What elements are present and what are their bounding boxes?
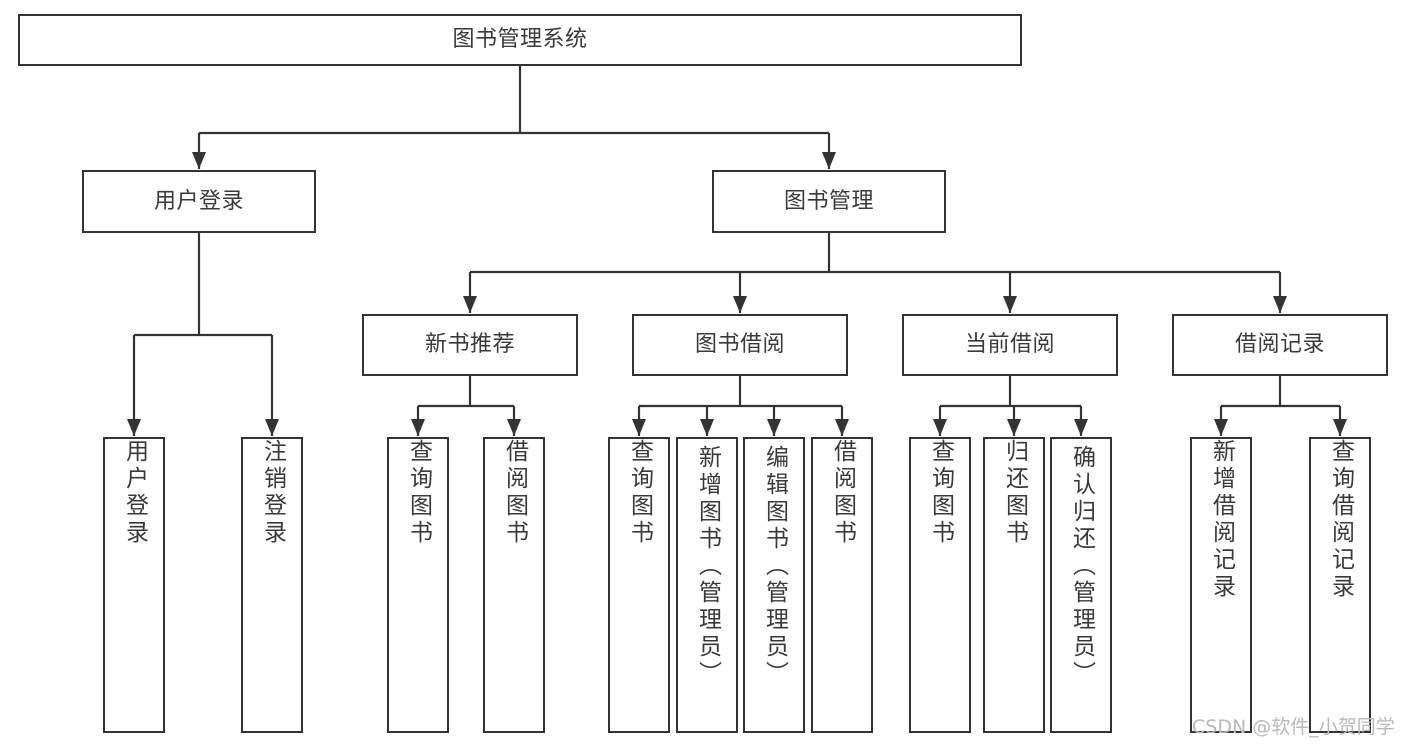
node-leaf-bo-add[interactable]: 新增图书（管理员） xyxy=(676,437,738,733)
arrow-head-leaf-re-query xyxy=(1333,419,1347,436)
node-label: 图书借阅 xyxy=(694,332,785,358)
node-label: 用户登录 xyxy=(153,188,244,214)
arrow-head-leaf-cu-return xyxy=(1007,419,1021,436)
node-bookmgmt[interactable]: 图书管理 xyxy=(712,170,946,233)
csdn-watermark: CSDN @软件_小贺同学 xyxy=(1192,716,1395,738)
node-leaf-nb-borrow[interactable]: 借阅图书 xyxy=(483,437,545,733)
node-label: 编辑图书（管理员） xyxy=(761,445,788,688)
arrow-head-leaf-cu-confirm xyxy=(1074,419,1088,436)
node-label: 查询借阅记录 xyxy=(1327,439,1354,601)
node-label: 当前借阅 xyxy=(964,332,1055,358)
node-label: 查询图书 xyxy=(405,439,432,547)
arrow-head-leaf-re-add xyxy=(1214,419,1228,436)
node-borrow[interactable]: 图书借阅 xyxy=(632,314,848,376)
arrow-head-leaf-bo-add xyxy=(700,419,714,436)
arrow-head-leaf-bo-query xyxy=(632,419,646,436)
node-label: 借阅图书 xyxy=(501,439,528,547)
arrow-head-leaf-nb-query xyxy=(411,419,425,436)
node-login[interactable]: 用户登录 xyxy=(82,170,316,233)
arrow-head-leaf-bo-edit xyxy=(767,419,781,436)
node-leaf-bo-lend[interactable]: 借阅图书 xyxy=(811,437,873,733)
arrow-head-leaf-logout xyxy=(265,419,279,436)
node-label: 借阅图书 xyxy=(829,439,856,547)
node-label: 新增借阅记录 xyxy=(1208,439,1235,601)
node-label: 注销登录 xyxy=(259,439,286,547)
arrow-head-login xyxy=(192,152,206,169)
node-label: 借阅记录 xyxy=(1234,332,1325,358)
arrow-head-bookmgmt xyxy=(822,152,836,169)
node-leaf-cu-confirm[interactable]: 确认归还（管理员） xyxy=(1050,437,1112,733)
node-leaf-bo-edit[interactable]: 编辑图书（管理员） xyxy=(743,437,805,733)
arrow-head-current xyxy=(1003,296,1017,313)
node-leaf-cu-return[interactable]: 归还图书 xyxy=(983,437,1045,733)
arrow-head-records xyxy=(1273,296,1287,313)
arrow-head-borrow xyxy=(733,296,747,313)
node-label: 图书管理 xyxy=(783,188,874,214)
node-label: 新书推荐 xyxy=(424,332,515,358)
node-leaf-re-query[interactable]: 查询借阅记录 xyxy=(1309,437,1371,733)
node-leaf-re-add[interactable]: 新增借阅记录 xyxy=(1190,437,1252,733)
node-current[interactable]: 当前借阅 xyxy=(902,314,1118,376)
node-label: 查询图书 xyxy=(927,439,954,547)
node-leaf-login[interactable]: 用户登录 xyxy=(103,437,165,733)
node-label: 确认归还（管理员） xyxy=(1068,445,1095,688)
node-newbook[interactable]: 新书推荐 xyxy=(362,314,578,376)
node-root[interactable]: 图书管理系统 xyxy=(18,14,1022,66)
arrow-head-leaf-bo-lend xyxy=(835,419,849,436)
node-label: 查询图书 xyxy=(626,439,653,547)
node-label: 新增图书（管理员） xyxy=(694,445,721,688)
node-leaf-cu-query[interactable]: 查询图书 xyxy=(909,437,971,733)
node-leaf-nb-query[interactable]: 查询图书 xyxy=(387,437,449,733)
arrow-head-leaf-cu-query xyxy=(933,419,947,436)
arrow-head-leaf-login xyxy=(127,419,141,436)
node-label: 归还图书 xyxy=(1001,439,1028,547)
node-label: 用户登录 xyxy=(121,439,148,547)
node-records[interactable]: 借阅记录 xyxy=(1172,314,1388,376)
node-leaf-bo-query[interactable]: 查询图书 xyxy=(608,437,670,733)
arrow-head-newbook xyxy=(463,296,477,313)
node-label: 图书管理系统 xyxy=(452,27,588,53)
arrow-head-leaf-nb-borrow xyxy=(507,419,521,436)
node-leaf-logout[interactable]: 注销登录 xyxy=(241,437,303,733)
